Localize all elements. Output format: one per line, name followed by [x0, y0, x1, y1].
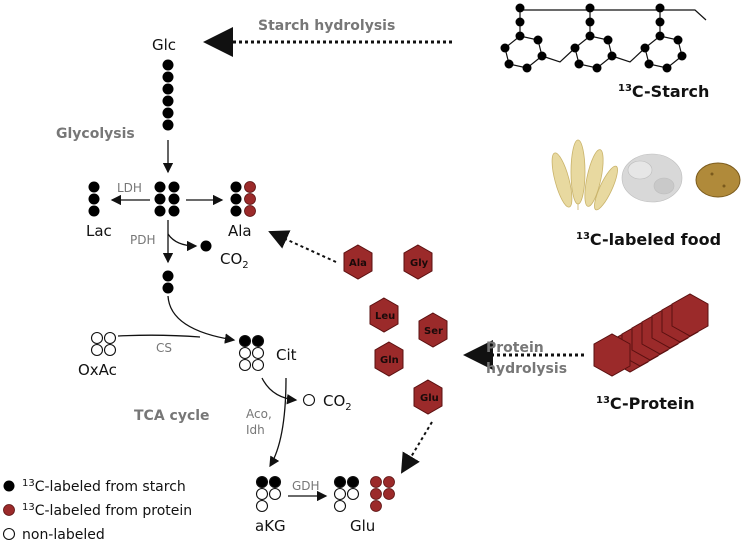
ala-label: Ala — [228, 222, 252, 240]
legend-starch-swatch — [3, 480, 15, 492]
ala-carbons — [230, 181, 256, 217]
amino-acid-hexagons — [343, 244, 448, 415]
wheat-icon — [551, 139, 618, 211]
glc-carbons — [162, 59, 174, 131]
pdh-co2-arrow — [167, 233, 198, 252]
oxac-label: OxAc — [78, 361, 117, 379]
glu-carbons — [333, 475, 360, 513]
protein-title: 13C-Protein — [596, 394, 695, 413]
potato-icon — [695, 162, 741, 198]
aco-idh-arrow — [269, 377, 287, 468]
legend-none-swatch — [2, 527, 16, 541]
cs-arrow — [167, 295, 236, 344]
legend: 13C-labeled from starch 13C-labeled from… — [2, 478, 192, 543]
co2-carbon — [200, 240, 212, 252]
legend-none-label: non-labeled — [22, 527, 105, 543]
acetyl-carbons — [162, 270, 174, 294]
hex-leu-label: Leu — [375, 311, 395, 322]
lac-carbons — [88, 181, 100, 217]
glycolysis-label: Glycolysis — [56, 126, 135, 142]
hex-leu — [369, 297, 399, 333]
starch-hydrolysis-label: Starch hydrolysis — [258, 18, 395, 34]
hex-glu — [413, 379, 443, 415]
idh-label: Idh — [246, 423, 265, 437]
starch-title: 13C-Starch — [618, 82, 709, 101]
cit-label: Cit — [276, 346, 297, 364]
cit-co2-arrow — [261, 377, 298, 405]
hex-gln — [374, 341, 404, 377]
protein-powder-icon — [621, 153, 683, 203]
ldh-label: LDH — [117, 181, 142, 195]
glu-to-glu-arrow — [400, 421, 433, 474]
hex-ser — [418, 312, 448, 348]
aco-label: Aco, — [246, 407, 272, 421]
co2-carbon-2 — [302, 393, 316, 407]
glu-label: Glu — [350, 517, 375, 535]
gdh-label: GDH — [292, 479, 320, 493]
hex-ala-label: Ala — [349, 258, 367, 269]
cs-label: CS — [156, 341, 172, 355]
oxac-join — [117, 334, 201, 338]
hex-ser-label: Ser — [424, 326, 443, 337]
akg-label: aKG — [255, 517, 286, 535]
cit-carbons — [238, 334, 265, 372]
glu-protein-carbons — [370, 476, 395, 512]
legend-protein-swatch — [3, 504, 15, 516]
food-title: 13C-labeled food — [576, 230, 721, 249]
oxac-carbons — [90, 331, 117, 357]
protein-stack-icon — [593, 293, 709, 377]
lac-label: Lac — [86, 222, 112, 240]
hex-glu-label: Glu — [420, 393, 439, 404]
hex-gly-label: Gly — [410, 258, 429, 269]
co2-label-1: CO2 — [220, 250, 249, 271]
protein-hydrolysis-label-2: hydrolysis — [486, 361, 567, 377]
co2-label-2: CO2 — [323, 392, 352, 413]
akg-carbons — [255, 475, 282, 513]
pdh-label: PDH — [130, 233, 156, 247]
pyruvate-carbons — [154, 181, 180, 217]
hex-gly — [403, 244, 433, 280]
starch-carbon-dots — [500, 3, 687, 73]
glc-label: Glc — [152, 36, 176, 54]
tca-cycle-label: TCA cycle — [134, 408, 210, 424]
legend-protein-label: 13C-labeled from protein — [22, 502, 192, 519]
legend-starch-label: 13C-labeled from starch — [22, 478, 186, 495]
ala-to-ala-arrow — [268, 230, 337, 263]
hex-gln-label: Gln — [380, 355, 399, 366]
hex-ala — [343, 244, 373, 280]
protein-hydrolysis-label-1: Protein — [486, 340, 544, 356]
